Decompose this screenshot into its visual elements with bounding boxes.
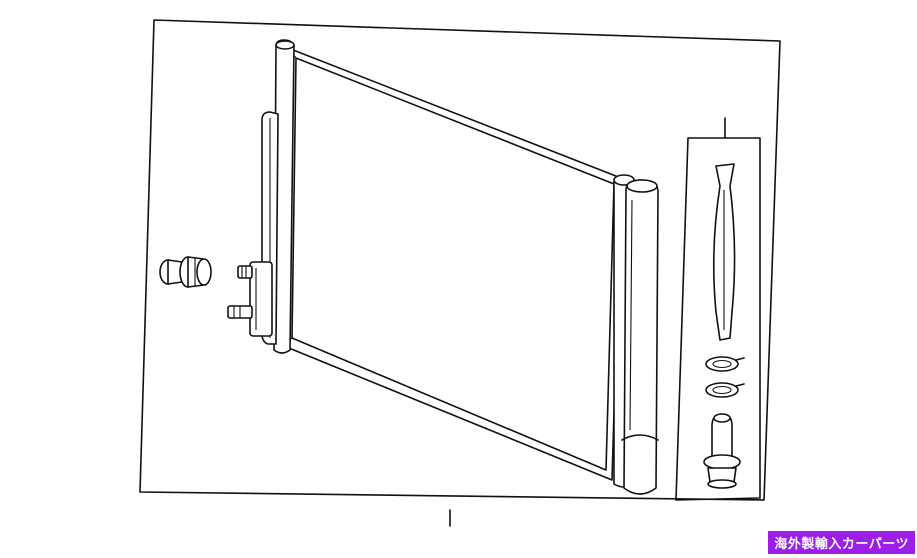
pressure-valve xyxy=(159,256,212,288)
o-ring-lower xyxy=(705,382,745,398)
frame xyxy=(139,19,781,527)
condenser-core xyxy=(273,39,622,481)
o-ring-upper xyxy=(705,356,745,372)
receiver-dryer-tube xyxy=(612,174,659,495)
seal-kit-box xyxy=(675,117,761,501)
outlet-fitting xyxy=(227,305,253,319)
inlet-fitting xyxy=(237,265,253,279)
watermark-badge: 海外製輸入カーパーツ xyxy=(768,531,915,554)
side-tank xyxy=(249,111,279,345)
filter-element xyxy=(712,163,736,341)
drain-plug xyxy=(703,413,741,489)
